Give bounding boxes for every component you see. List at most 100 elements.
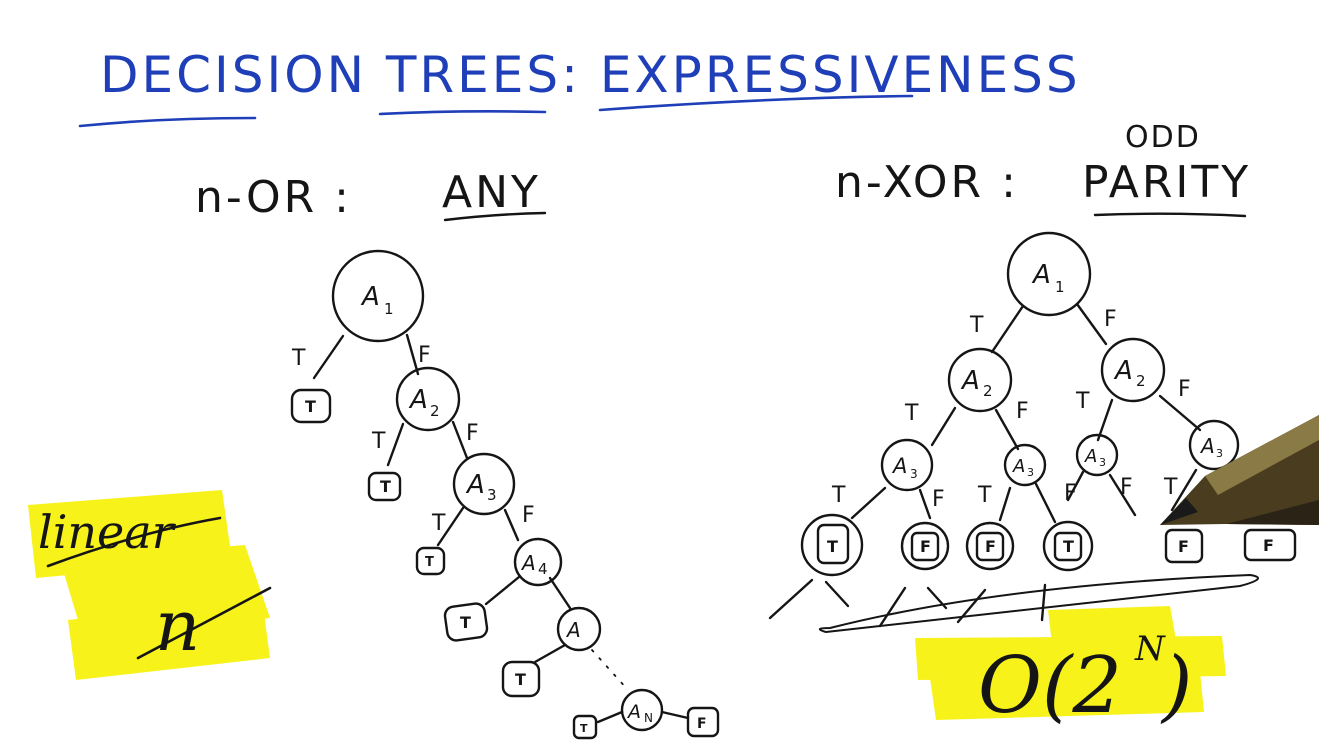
or-node-1: A 1 (331, 249, 425, 343)
xor-node-3d-sub: 3 (1216, 447, 1223, 460)
xor-label-t-2: T (904, 401, 919, 426)
or-node-3: A 3 (452, 452, 516, 516)
xor-edge-3 (930, 406, 957, 447)
marker-pen (1160, 415, 1319, 525)
title-underline-2 (378, 110, 547, 116)
xor-leaf-1: T (800, 513, 864, 577)
or-leaf-1-label: T (305, 397, 316, 416)
or-leaf-n-false-label: F (697, 716, 707, 732)
complexity-note: O(2 N ) (915, 606, 1226, 731)
xor-leaf-4-label: T (1063, 537, 1074, 556)
xor-label-f-3: F (1178, 377, 1191, 402)
xor-node-3c-label: A (1084, 446, 1097, 467)
xor-label-f-6: F (1120, 475, 1133, 500)
xor-label-f-1: F (1104, 307, 1117, 332)
title-underline-1 (78, 116, 257, 128)
xor-leaf-6: F (1243, 528, 1297, 562)
xor-edge-1 (990, 304, 1025, 354)
xor-node-3d: A 3 (1188, 419, 1240, 471)
xor-leaf-5-label: F (1178, 537, 1189, 556)
or-leaf-2-label: T (380, 477, 391, 496)
xor-node-2a-sub: 2 (983, 382, 993, 400)
or-node-5-label: A (565, 618, 581, 642)
parity-underline (1093, 212, 1247, 218)
xor-label-t-5: T (977, 483, 992, 508)
xor-node-2b-sub: 2 (1136, 372, 1146, 390)
xor-label-t-6: T (1163, 475, 1178, 500)
any-underline (443, 211, 547, 222)
xor-node-3a-sub: 3 (910, 467, 918, 481)
or-node-2: A 2 (395, 366, 461, 432)
or-edge-t-5 (533, 643, 567, 664)
xor-node-3c-sub: 3 (1099, 456, 1106, 469)
complexity-close: ) (1160, 641, 1192, 731)
xor-leaf-3: F (965, 521, 1015, 571)
or-node-4: A 4 (513, 537, 563, 587)
xor-tree: T F T F T F T F T F F T F A 1 A 2 A 2 (768, 231, 1297, 633)
xor-leaf-3-label: F (985, 537, 996, 556)
xor-edge-2 (1075, 302, 1108, 346)
xor-node-2b-label: A (1113, 356, 1133, 386)
or-node-n-sub: N (644, 711, 653, 725)
or-node-1-sub: 1 (384, 300, 394, 318)
or-node-4-label: A (520, 551, 536, 575)
or-leaf-4-label: T (460, 613, 471, 632)
xor-label-t-1: T (969, 313, 984, 338)
xor-node-root: A 1 (1006, 231, 1092, 317)
xor-node-2a-label: A (960, 366, 980, 396)
page-title: DECISION TREES: EXPRESSIVENESS (100, 46, 1081, 104)
xor-edge-5 (1096, 398, 1114, 442)
or-edge-t-n (596, 710, 624, 724)
or-leaf-n-true: T (572, 714, 598, 740)
xor-label-f-2: F (1016, 399, 1029, 424)
xor-node-root-sub: 1 (1055, 278, 1065, 296)
or-label-t-1: T (291, 346, 306, 371)
or-edge-f-2 (451, 420, 469, 460)
or-edge-t-1 (312, 334, 345, 380)
xor-label-f-5: F (1064, 481, 1077, 506)
xor-leaf-4: T (1042, 520, 1094, 572)
odd-annotation: ODD (1125, 120, 1201, 155)
complexity-base: O(2 (978, 641, 1122, 731)
or-node-2-label: A (408, 385, 428, 415)
xor-edge-6 (1158, 394, 1202, 432)
xor-edge-10 (1034, 482, 1057, 524)
or-node-3-sub: 3 (487, 486, 497, 504)
or-leaf-3: T (415, 546, 446, 576)
n-highlight-lower (68, 598, 270, 680)
right-heading-word: PARITY (1082, 157, 1251, 208)
or-node-1-label: A (360, 282, 380, 312)
or-leaf-2: T (367, 471, 402, 502)
or-node-n: A N (620, 688, 664, 732)
xor-leaf-6-label: F (1263, 536, 1274, 555)
or-edge-t-3 (436, 506, 465, 547)
left-heading-word: ANY (442, 167, 541, 218)
xor-node-3a-label: A (891, 454, 907, 478)
xor-node-3b-sub: 3 (1027, 466, 1034, 479)
or-edge-f-1 (405, 333, 420, 376)
xor-node-3c: A 3 (1075, 433, 1119, 477)
or-leaf-5-label: T (515, 670, 526, 689)
xor-node-2a: A 2 (947, 347, 1013, 413)
xor-bottom-loop (819, 574, 1259, 633)
n-label: n (155, 585, 200, 667)
or-leaf-4: T (443, 602, 489, 642)
or-leaf-3-label: T (425, 555, 434, 570)
xor-label-t-3: T (1075, 389, 1090, 414)
or-leaf-1: T (290, 388, 332, 424)
or-leaf-n-false: F (686, 706, 720, 738)
or-leaf-5: T (501, 660, 541, 698)
xor-edge-11 (1066, 470, 1085, 502)
or-label-t-3: T (431, 511, 446, 536)
xor-edge-9 (998, 486, 1012, 522)
xor-edge-13 (1170, 468, 1198, 512)
or-edge-t-4 (484, 575, 521, 606)
xor-node-3d-label: A (1199, 434, 1215, 458)
or-label-f-1: F (418, 343, 431, 368)
xor-label-f-4: F (932, 487, 945, 512)
n-underline (136, 586, 272, 660)
complexity-highlight-lower (930, 672, 1204, 720)
or-label-f-2: F (466, 421, 479, 446)
xor-leaf-5: F (1164, 528, 1204, 564)
